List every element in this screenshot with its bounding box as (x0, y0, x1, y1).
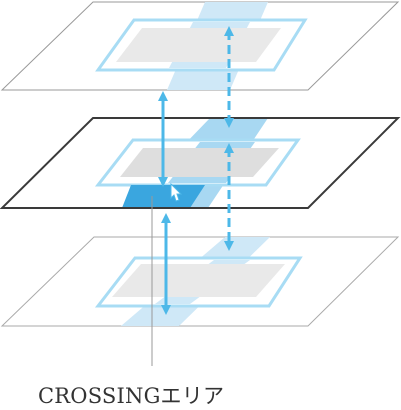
bottom-layer-frame (0, 236, 400, 327)
bottom-layer (0, 236, 400, 327)
middle-layer-inner-panel (120, 148, 279, 177)
crossing-area (122, 185, 205, 208)
crossing-area-caption: CROSSINGエリア (38, 384, 225, 408)
top-layer (0, 1, 400, 91)
arrows (158, 26, 234, 315)
cursor-arrow-icon (170, 182, 183, 202)
bottom-layer-inner-panel (112, 264, 285, 297)
middle-layer-frame (0, 117, 401, 209)
middle-layer (0, 117, 401, 209)
top-layer-frame (0, 1, 400, 91)
top-layer-inner-panel (116, 28, 281, 62)
